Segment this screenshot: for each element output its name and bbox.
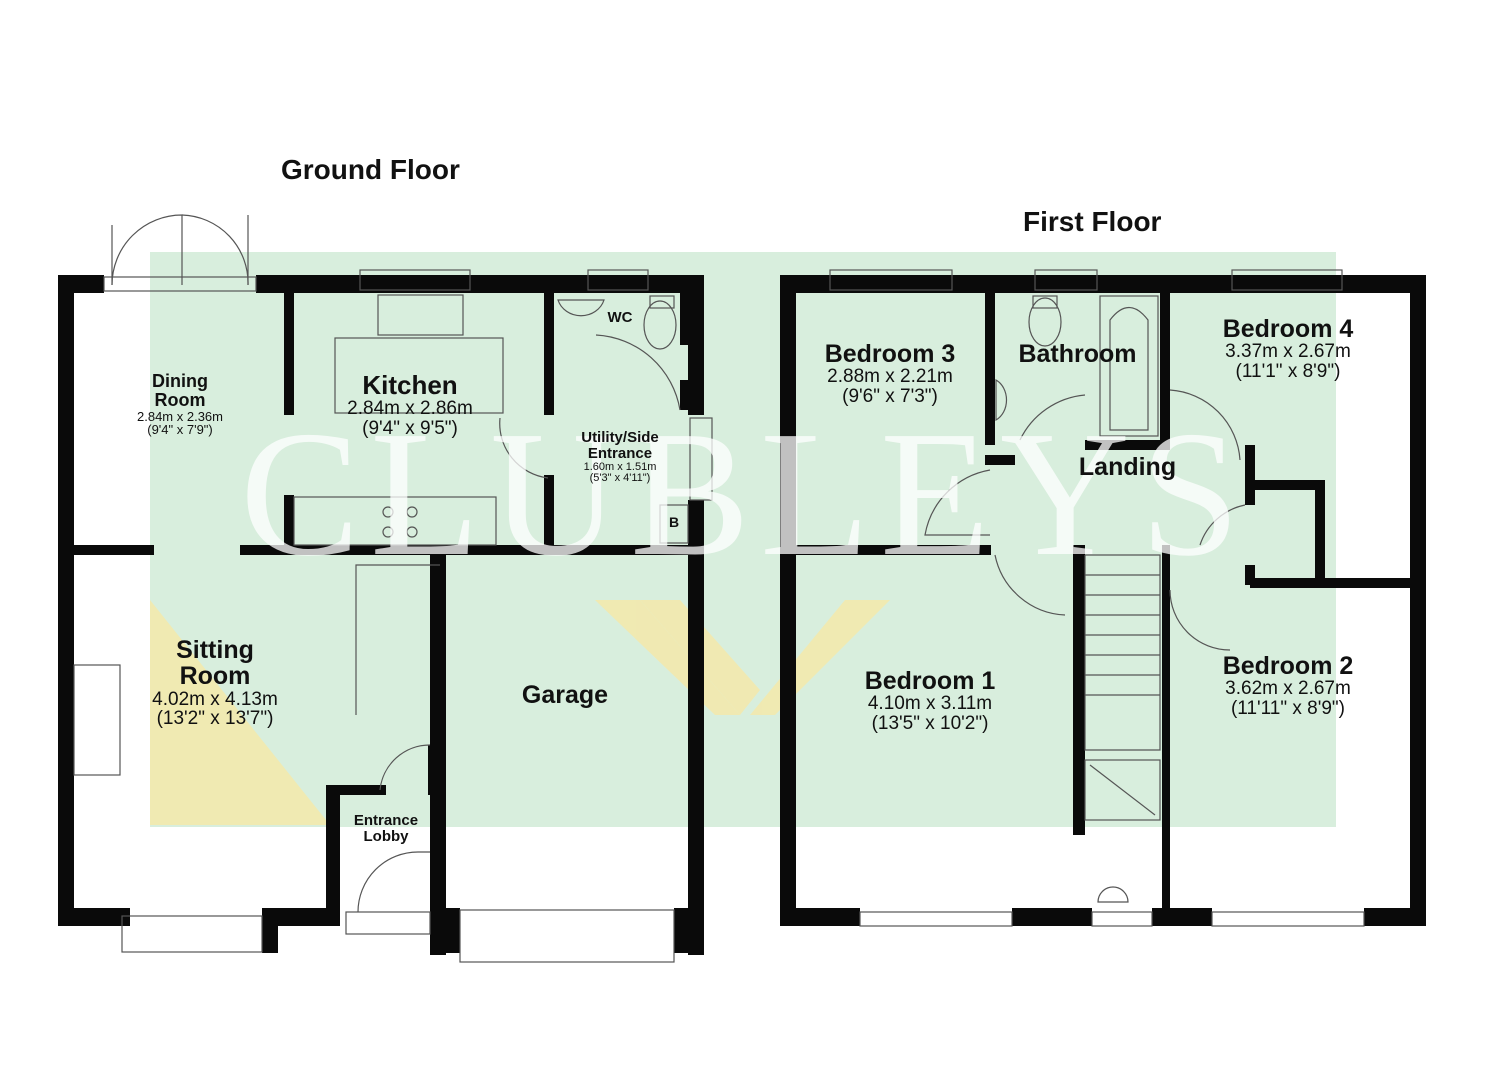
ground-floor-title: Ground Floor (281, 154, 460, 185)
room-landing: Landing (1078, 453, 1177, 481)
ground-floor-fixtures (73, 214, 713, 963)
room-bedroom-3: Bedroom 3 2.88m x 2.21m (9'6" x 7'3") (824, 340, 956, 408)
room-lobby: Entrance Lobby (353, 812, 419, 845)
watermark-text: CLUBLEYS (240, 394, 1251, 593)
watermark-panel (150, 252, 1336, 827)
room-bedroom-4: Bedroom 4 3.37m x 2.67m (11'1" x 8'9") (1222, 315, 1354, 383)
room-wc: WC (607, 309, 633, 326)
room-kitchen: Kitchen 2.84m x 2.86m (9'4" x 9'5") (347, 370, 473, 440)
room-bedroom-2: Bedroom 2 3.62m x 2.67m (11'11" x 8'9") (1222, 652, 1354, 720)
ground-floor-walls (58, 275, 704, 955)
room-bathroom: Bathroom (1018, 340, 1137, 368)
room-sitting: Sitting Room 4.02m x 4.13m (13'2" x 13'7… (152, 636, 278, 730)
first-floor-title: First Floor (1023, 206, 1162, 237)
room-bedroom-1: Bedroom 1 4.10m x 3.11m (13'5" x 10'2") (864, 667, 996, 735)
room-garage: Garage (521, 681, 609, 709)
boiler-label: B (668, 514, 680, 530)
room-utility: Utility/Side Entrance 1.60m x 1.51m (5'3… (581, 429, 659, 485)
room-dining: Dining Room 2.84m x 2.36m (9'4" x 7'9") (137, 371, 223, 438)
first-floor-fixtures (829, 269, 1365, 927)
first-floor-walls (780, 275, 1426, 926)
